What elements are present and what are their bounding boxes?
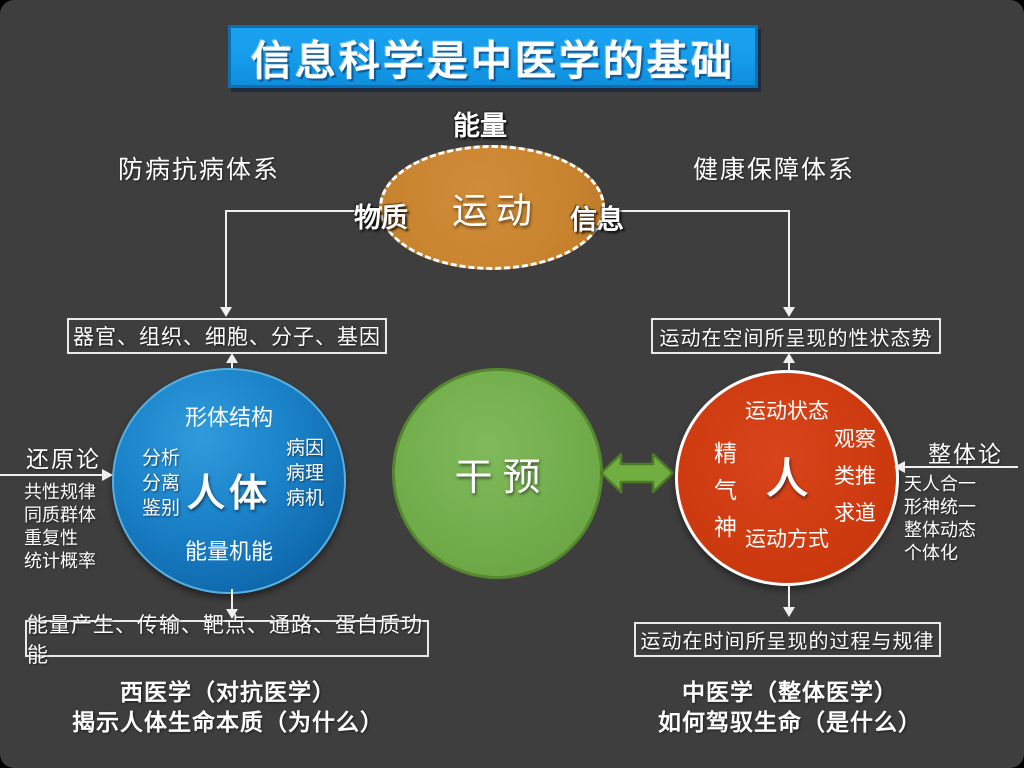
body-bottom-label: 能量机能 [184,539,273,564]
energy-function-box: 能量产生、传输、靶点、通路、蛋白质功能 [25,614,429,667]
arrowhead-up-left [226,353,238,363]
western-medicine-caption: 西医学（对抗医学） 揭示人体生命本质（为什么） [72,679,384,735]
prevention-system-label: 防病抗病体系 [118,156,281,184]
human-body-circle: 形体结构 分析 分离 鉴别 人体 病因 病理 病机 能量机能 [112,368,346,594]
page-title: 信息科学是中医学的基础 [251,37,735,84]
connector-bluecircle-downbox [231,589,233,611]
holism-list: 天人合一 形神统一 整体动态 个体化 [904,474,976,563]
human-circle: 运动状态 精 气 神 人 观察 类推 求道 运动方式 [675,370,899,586]
arrowhead-down-left-box [220,307,232,317]
intervention-label: 干预 [454,457,551,499]
energy-label: 能量 [453,111,507,141]
holism-label: 整体论 [928,441,1003,467]
body-center-label: 人体 [186,473,271,515]
human-right-column: 观察 类推 求道 [834,428,876,525]
time-process-box: 运动在时间所呈现的过程与规律 [634,622,941,657]
connector-redcircle-downbox [788,585,790,609]
human-left-column: 精 气 神 [714,440,737,540]
connector-info-right [602,210,790,212]
intervention-circle: 干预 [392,368,603,579]
body-top-label: 形体结构 [184,405,273,430]
connector-matter-down [225,210,227,308]
arrowhead-left-holism [894,461,905,473]
arrowhead-down-bottomleft [226,609,238,619]
information-label: 信息 [570,205,624,235]
connector-matter-left [225,210,385,212]
motion-label: 运动 [451,189,540,231]
reductionism-arrow-line [0,474,104,476]
motion-ellipse: 运动 [379,145,605,270]
human-center-label: 人 [765,455,808,502]
matter-label: 物质 [354,203,408,233]
body-left-column: 分析 分离 鉴别 [142,448,181,519]
body-right-column: 病因 病理 病机 [286,438,325,509]
connector-info-down [788,210,790,308]
chinese-medicine-caption: 中医学（整体医学） 如何驾驭生命（是什么） [658,679,922,735]
human-top-label: 运动状态 [745,400,829,423]
double-arrow-icon [599,452,675,494]
arrowhead-right-reductionism [102,469,113,481]
health-system-label: 健康保障体系 [693,156,856,184]
title-banner: 信息科学是中医学的基础 [228,25,758,88]
organ-structure-box: 器官、组织、细胞、分子、基因 [67,318,387,354]
arrowhead-down-right-box [783,307,795,317]
holism-arrow-line [902,466,1018,468]
reductionism-list: 共性规律 同质群体 重复性 统计概率 [24,482,96,571]
space-state-box: 运动在空间所呈现的性状态势 [651,318,941,354]
arrowhead-down-bottomright [783,607,795,617]
reductionism-label: 还原论 [26,446,101,472]
human-bottom-label: 运动方式 [745,528,829,551]
arrowhead-up-right [783,353,795,363]
